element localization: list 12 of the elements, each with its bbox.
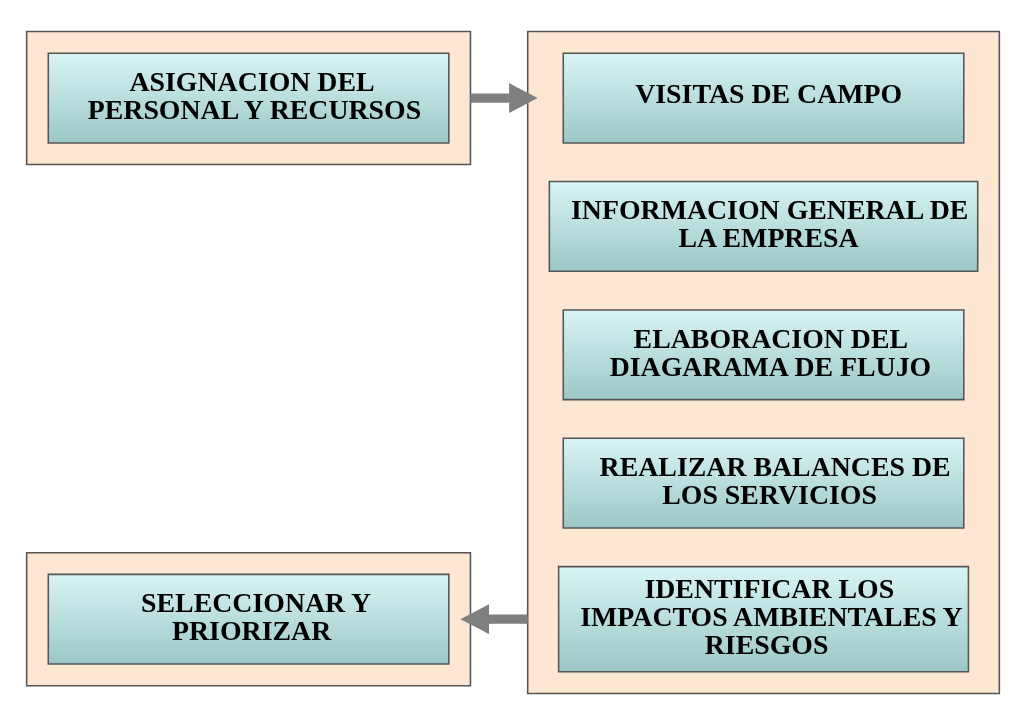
node-box: IDENTIFICAR LOS IMPACTOS AMBIENTALES Y RIESGOS	[557, 565, 970, 673]
node-box: VISITAS DE CAMPO	[562, 51, 965, 144]
arrow	[460, 603, 528, 634]
node-box: INFORMACION GENERAL DE LA EMPRESA	[548, 180, 979, 272]
node-box: ELABORACION DEL DIAGARAMA DE FLUJO	[562, 308, 965, 400]
node-box: SELECCIONAR Y PRIORIZAR	[47, 573, 450, 665]
cluster	[25, 551, 472, 686]
arrow	[470, 82, 538, 113]
cluster	[25, 30, 472, 165]
node-box: REALIZAR BALANCES DE LOS SERVICIOS	[562, 437, 965, 529]
cluster	[526, 30, 1001, 694]
node-box: ASIGNACION DEL PERSONAL Y RECURSOS	[47, 51, 450, 144]
